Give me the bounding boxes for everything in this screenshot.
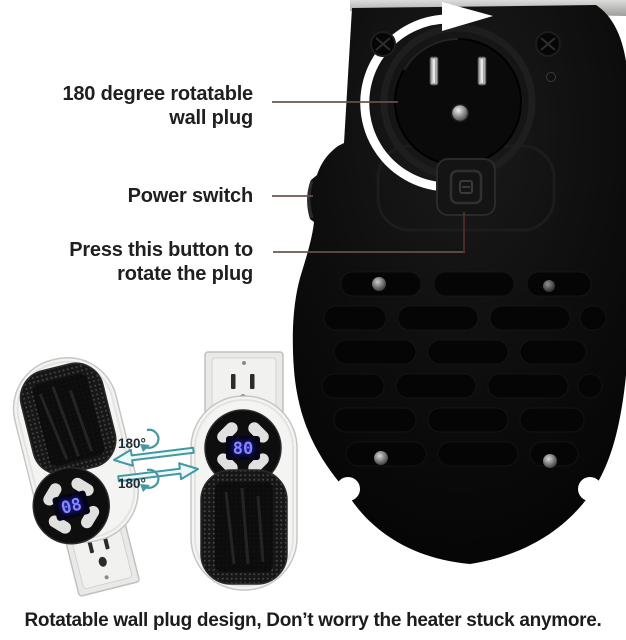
rotation-180-top: 180° xyxy=(118,436,146,451)
svg-text:08: 08 xyxy=(59,495,84,519)
rotate-button xyxy=(436,158,496,216)
heater-right-dial: 80 80 xyxy=(204,409,282,487)
label-rotatable-plug: 180 degree rotatable wall plug xyxy=(62,82,253,130)
rotation-arc-icon xyxy=(360,2,493,192)
label-rotatable-plug-line1: 180 degree rotatable xyxy=(62,83,253,105)
notch-left xyxy=(336,477,360,501)
notch-right xyxy=(578,477,602,501)
rotation-180-bottom: 180° xyxy=(118,476,146,491)
label-rotatable-plug-line2: wall plug xyxy=(169,107,253,129)
label-press-button-line1: Press this button to xyxy=(69,239,253,261)
caption: Rotatable wall plug design, Don’t worry … xyxy=(24,610,602,631)
callout-line-plug xyxy=(272,101,398,103)
callout-line-button xyxy=(273,251,465,253)
svg-text:80: 80 xyxy=(233,439,253,459)
heater-right-image: 80 80 xyxy=(190,351,298,591)
vent-screws xyxy=(372,277,557,468)
led-display-left: 08 08 xyxy=(59,495,84,519)
label-power-switch: Power switch xyxy=(127,185,254,207)
heater-orientation-demo: 08 08 xyxy=(12,351,298,597)
arrow-left xyxy=(113,446,195,467)
power-switch xyxy=(307,180,314,219)
callout-line-power xyxy=(272,195,313,197)
callout-line-button-vertical xyxy=(463,212,465,253)
heater-right-grille xyxy=(200,469,288,585)
heater-left-image: 08 08 xyxy=(12,356,140,597)
swap-arrows-icon: 180° 180° xyxy=(113,428,199,492)
label-press-button: Press this button to rotate the plug xyxy=(69,238,253,286)
rotatable-plug xyxy=(380,24,536,180)
rotate-arc-small-top xyxy=(140,428,160,452)
svg-text:80: 80 xyxy=(233,439,253,459)
pilot-hole xyxy=(546,72,556,82)
svg-text:08: 08 xyxy=(59,495,84,519)
led-display-right: 80 80 xyxy=(233,439,253,459)
vent-grille xyxy=(321,271,607,467)
main-heater-image xyxy=(292,0,626,564)
plug-center-screw xyxy=(450,103,470,123)
rotate-arc-small-bottom xyxy=(140,468,160,492)
arrow-right xyxy=(117,462,199,483)
label-press-button-line2: rotate the plug xyxy=(117,263,253,285)
heater-left-dial: 08 08 xyxy=(32,466,110,545)
housing-screws xyxy=(370,31,561,82)
heater-left-grille xyxy=(19,362,117,476)
